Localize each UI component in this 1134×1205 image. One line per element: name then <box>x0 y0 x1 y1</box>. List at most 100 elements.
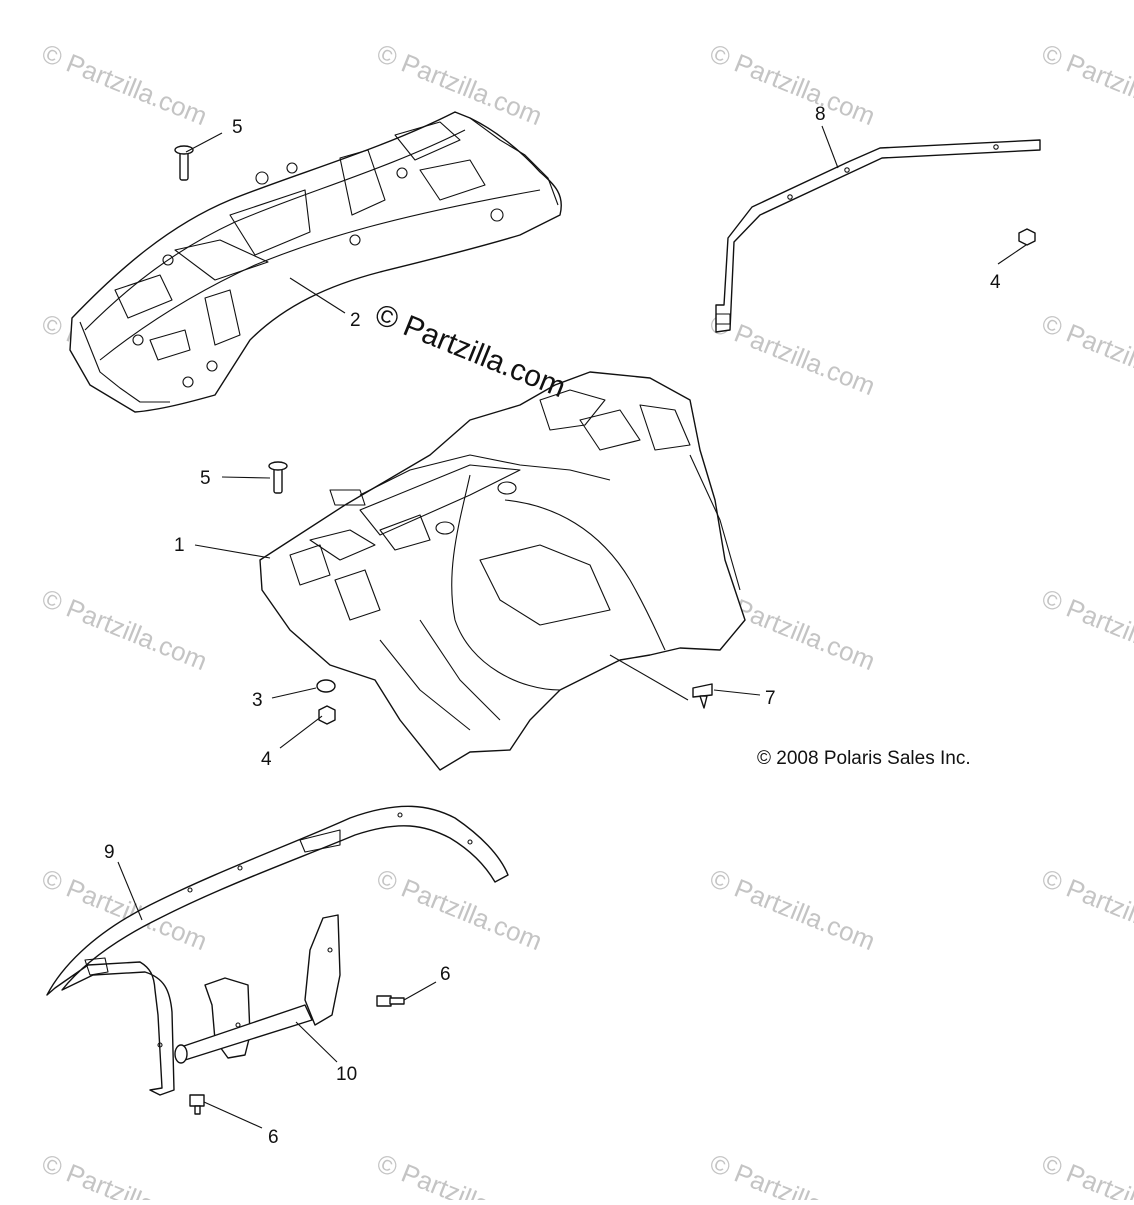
copyright-text: © 2008 Polaris Sales Inc. <box>757 748 971 769</box>
callout-10: 10 <box>336 1064 357 1085</box>
bracket-hole <box>235 1022 241 1028</box>
bracket-hole <box>327 947 333 953</box>
watermark: © Partzilla.com <box>373 863 547 956</box>
fender-pocket <box>539 389 606 431</box>
callout-9: 9 <box>104 842 115 863</box>
nut-4-left[interactable] <box>318 705 336 725</box>
brace-bar-part[interactable] <box>715 139 1041 333</box>
leader-line <box>271 687 317 699</box>
push-rivet-7[interactable] <box>692 683 713 709</box>
rack-teeth <box>469 117 559 206</box>
watermark: © Partzilla.com <box>38 583 212 676</box>
fender-wheel-arch <box>504 499 666 651</box>
leader-lines <box>117 125 1027 1129</box>
bolt-6-lower[interactable] <box>189 1094 205 1115</box>
leader-line <box>713 689 761 696</box>
frame-hole <box>187 887 193 893</box>
leader-line <box>289 277 346 314</box>
fender-pocket <box>579 409 641 451</box>
brace-hole <box>993 144 999 150</box>
watermark: © Partzilla.com <box>706 308 880 401</box>
leader-line <box>203 1101 263 1129</box>
leader-line <box>117 861 143 921</box>
bolt-head <box>376 995 392 1007</box>
watermark: © Partzilla.com <box>706 863 880 956</box>
brace-bar-outline <box>715 139 1041 333</box>
watermark: © Partzilla.com <box>706 1148 880 1200</box>
fender-grommet <box>435 521 455 535</box>
leader-line <box>185 132 223 153</box>
watermark: © Partzilla.com <box>38 1148 212 1200</box>
rack-hole <box>490 208 504 222</box>
frame-hole <box>157 1042 163 1048</box>
callout-4: 4 <box>990 272 1001 293</box>
frame-bracket <box>84 957 109 976</box>
rack-hole <box>162 254 174 266</box>
center-watermark: © Partzilla.com <box>370 298 570 404</box>
rack-hole <box>182 376 194 388</box>
leader-line <box>194 544 271 559</box>
rack-hole <box>349 234 361 246</box>
watermark: © Partzilla.com <box>1038 308 1134 401</box>
rear-fender-part[interactable] <box>259 371 746 771</box>
fender-seat-panel <box>359 464 521 536</box>
nut-body <box>318 705 336 725</box>
frame-bracket <box>299 829 341 853</box>
callout-1: 1 <box>174 535 185 556</box>
rack-hole <box>255 171 269 185</box>
rack-hole <box>396 167 408 179</box>
rear-rack-part[interactable] <box>69 111 562 413</box>
rack-pocket <box>229 189 311 256</box>
mount-bracket-part[interactable] <box>174 914 341 1064</box>
leader-line <box>997 244 1027 265</box>
callout-labels: 5 2 8 4 5 1 3 4 7 9 6 10 6 <box>104 104 1001 1148</box>
rack-outline <box>69 111 562 413</box>
fender-grommet <box>497 481 517 495</box>
watermark: © Partzilla.com <box>1038 583 1134 676</box>
bracket-tube-end <box>174 1044 188 1064</box>
brace-end <box>715 313 731 325</box>
leader-line <box>221 476 271 479</box>
watermark: © Partzilla.com <box>706 38 880 131</box>
rack-hole <box>206 360 218 372</box>
rack-teeth <box>79 321 170 403</box>
watermark: © Partzilla.com <box>373 1148 547 1200</box>
rivet-pin <box>699 695 708 709</box>
nut-body <box>1018 228 1036 246</box>
fender-pocket <box>289 544 331 586</box>
leader-line <box>821 125 839 169</box>
bolt-5-mid[interactable] <box>268 461 288 494</box>
rack-pocket <box>204 289 241 346</box>
washer-3[interactable] <box>316 679 336 693</box>
leader-line <box>403 981 437 1001</box>
bolt-head <box>174 145 194 155</box>
bolt-head <box>189 1094 205 1107</box>
rack-pocket <box>114 274 173 319</box>
rack-pocket <box>339 149 386 216</box>
watermark: © Partzilla.com <box>1038 38 1134 131</box>
callout-8: 8 <box>815 104 826 125</box>
brace-hole <box>844 167 850 173</box>
bolt-5-top[interactable] <box>174 145 194 181</box>
fender-skirt-line <box>689 454 741 591</box>
fender-skirt-line <box>419 619 501 721</box>
bolt-6-upper[interactable] <box>376 995 405 1007</box>
nut-4-right[interactable] <box>1018 228 1036 246</box>
fender-edge <box>359 454 611 496</box>
frame-rail-outline <box>46 805 509 1096</box>
fender-pocket <box>639 404 691 451</box>
fender-pocket <box>379 514 431 551</box>
rivet-head <box>692 683 713 698</box>
leader-line <box>295 1021 338 1063</box>
rack-rail-line <box>84 129 466 331</box>
fender-skirt-line <box>379 639 471 731</box>
frame-hole <box>237 865 243 871</box>
frame-rail-part[interactable] <box>46 805 509 1096</box>
rack-pocket <box>419 159 486 201</box>
washer-body <box>316 679 336 693</box>
bracket-upright <box>304 914 341 1026</box>
bolt-shank <box>389 997 405 1005</box>
bolt-shank <box>194 1105 201 1115</box>
